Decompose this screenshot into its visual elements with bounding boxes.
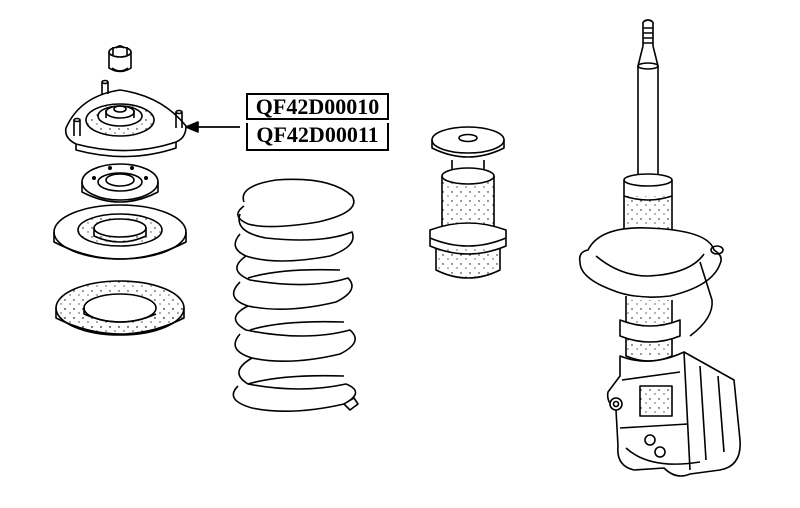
- strut-bearing: [81, 163, 159, 203]
- coil-spring: [232, 178, 359, 412]
- part-number-secondary[interactable]: QF42D00011: [246, 123, 389, 151]
- upper-spring-seat: [53, 204, 187, 260]
- bump-stop: [429, 126, 507, 279]
- mount-nut: [108, 45, 132, 73]
- shock-absorber-strut: [578, 19, 741, 477]
- strut-mount-plate: [64, 79, 240, 158]
- part-number-primary[interactable]: QF42D00010: [246, 93, 389, 120]
- spring-insulator-pad: [55, 280, 185, 336]
